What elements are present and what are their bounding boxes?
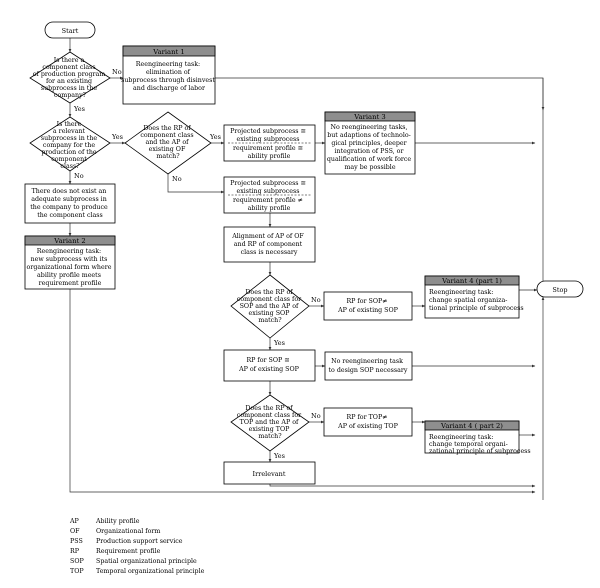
legend-text: Production support service: [96, 538, 183, 545]
legend-text: Organizational form: [96, 528, 160, 535]
svg-text:Reengineering task: chan: Reengineering task: change temporal orga…: [429, 434, 531, 455]
svg-text:Stop: Stop: [552, 286, 567, 294]
alignment-box: Alignment of AP of OF and RP of componen…: [223, 226, 316, 263]
svg-text:Irrelevant: Irrelevant: [253, 470, 286, 478]
svg-text:RP for TOP≠ AP of existi: RP for TOP≠ AP of existing TOP: [337, 414, 398, 430]
rp-top-not-equal-box: RP for TOP≠ AP of existing TOP: [323, 407, 413, 437]
variant-1-box: Variant 1 Reengineering task: eliminatio…: [121, 45, 217, 105]
d5-no-label: No: [311, 412, 321, 420]
legend-text: Requirement profile: [96, 548, 161, 555]
d3-yes-label: Yes: [209, 133, 221, 141]
svg-text:No reengineering tasks,: No reengineering tasks, but adaptions of…: [327, 124, 413, 171]
svg-text:Reengineering task: chan: Reengineering task: change spatial organ…: [429, 289, 524, 312]
svg-text:Reengineering task: new: Reengineering task: new subprocess with …: [27, 248, 114, 287]
legend: AP Ability profile OF Organizational for…: [69, 518, 205, 575]
variant-4b-header: Variant 4 ( part 2): [440, 422, 503, 430]
legend-abbr: PSS: [70, 538, 83, 545]
d3-no-label: No: [172, 175, 182, 183]
legend-abbr: OF: [70, 528, 80, 535]
svg-text:No reengineering task to: No reengineering task to design SOP nece…: [329, 358, 408, 374]
svg-text:Reengineering task: elim: Reengineering task: elimination of subpr…: [121, 61, 217, 92]
decision-5-text: Does the RP of component class for TOP a…: [237, 405, 303, 440]
variant-1-header: Variant 1: [152, 48, 184, 56]
decision-2: Is there a relevant subprocess in the co…: [29, 116, 111, 172]
svg-text:Projected subprocess ≅ e: Projected subprocess ≅ existing subproce…: [230, 180, 308, 212]
svg-text:Projected subprocess ≅ e: Projected subprocess ≅ existing subproce…: [230, 128, 308, 160]
no-subprocess-box: There does not exist an adequate subproc…: [24, 183, 116, 224]
variant-2-header: Variant 2: [53, 237, 85, 245]
stop-terminal: Stop: [536, 280, 584, 298]
svg-text:Start: Start: [62, 27, 79, 35]
irrelevant-box: Irrelevant: [223, 461, 316, 485]
svg-text:RP for SOP ≅ AP of exist: RP for SOP ≅ AP of existing SOP: [238, 357, 300, 373]
legend-text: Temporal organizational principle: [96, 568, 205, 575]
d1-yes-label: Yes: [73, 105, 85, 113]
variant-4-part-2-box: Variant 4 ( part 2) Reengineering task: …: [424, 420, 531, 455]
decision-4: Does the RP of component class for SOP a…: [230, 274, 310, 339]
projected-not-equal-box: Projected subprocess ≅ existing subproce…: [223, 176, 316, 214]
variant-3-header: Variant 3: [353, 113, 385, 121]
decision-4-text: Does the RP of component class for SOP a…: [237, 289, 303, 324]
legend-abbr: RP: [70, 548, 80, 555]
connectors: [68, 38, 545, 500]
svg-text:Alignment of AP of OF an: Alignment of AP of OF and RP of componen…: [231, 233, 306, 256]
variant-4a-header: Variant 4 (part 1): [441, 277, 502, 285]
legend-text: Spatial organizational principle: [96, 558, 197, 565]
legend-abbr: SOP: [70, 558, 84, 565]
decision-1: Is there a component class of production…: [29, 51, 111, 104]
branch-labels: No Yes Yes No Yes No No Yes No Yes: [73, 68, 321, 460]
d4-no-label: No: [311, 296, 321, 304]
start-terminal: Start: [44, 21, 96, 39]
d5-yes-label: Yes: [273, 452, 285, 460]
variant-4-part-1-box: Variant 4 (part 1) Reengineering task: c…: [424, 275, 524, 319]
projected-equal-box: Projected subprocess ≅ existing subproce…: [223, 124, 316, 162]
d2-no-label: No: [74, 172, 84, 180]
rp-sop-equal-box: RP for SOP ≅ AP of existing SOP: [223, 349, 316, 382]
rp-sop-not-equal-box: RP for SOP≠ AP of existing SOP: [323, 291, 413, 321]
svg-text:There does not exist an: There does not exist an adequate subproc…: [30, 188, 110, 219]
decision-5: Does the RP of component class for TOP a…: [230, 394, 310, 452]
svg-text:RP for SOP≠ AP of existi: RP for SOP≠ AP of existing SOP: [337, 298, 399, 314]
d4-yes-label: Yes: [273, 339, 285, 347]
decision-3-text: Does the RP of component class and the A…: [140, 125, 195, 160]
d1-no-label: No: [112, 68, 122, 76]
legend-abbr: AP: [69, 518, 80, 525]
decision-2-text: Is there a relevant subprocess in the co…: [41, 121, 99, 170]
d2-yes-label: Yes: [111, 133, 123, 141]
decision-3: Does the RP of component class and the A…: [124, 111, 212, 175]
variant-2-box: Variant 2 Reengineering task: new subpro…: [24, 235, 116, 290]
variant-3-box: Variant 3 No reengineering tasks, but ad…: [324, 111, 416, 175]
legend-abbr: TOP: [70, 568, 84, 575]
legend-text: Ability profile: [95, 518, 140, 525]
no-task-sop-box: No reengineering task to design SOP nece…: [324, 351, 413, 381]
decision-1-text: Is there a component class of production…: [33, 57, 108, 99]
